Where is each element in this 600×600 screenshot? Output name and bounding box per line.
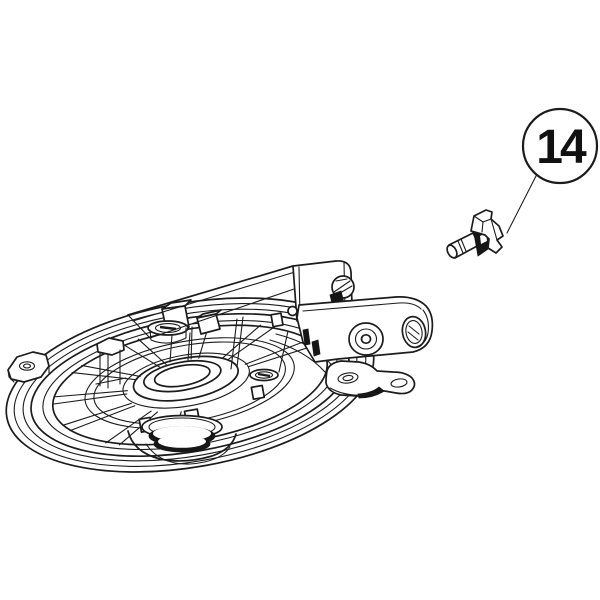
housing-center-hub xyxy=(122,352,250,409)
arm-bracket-drawing xyxy=(127,260,434,399)
left-mounting-tab xyxy=(7,351,50,383)
latch-post xyxy=(95,337,127,389)
callout-balloon[interactable]: 14 xyxy=(521,107,599,185)
screw-boss-front xyxy=(147,320,189,344)
fastener-bolt-drawing xyxy=(446,209,504,259)
lower-flange xyxy=(325,360,416,399)
callout-number: 14 xyxy=(536,121,587,174)
screw-boss-center xyxy=(249,368,279,382)
spool-drawing xyxy=(127,414,237,465)
callout-circle[interactable] xyxy=(521,107,599,185)
ball-peg xyxy=(287,305,298,317)
arm-bushing xyxy=(348,322,384,356)
leader-line xyxy=(506,175,537,234)
